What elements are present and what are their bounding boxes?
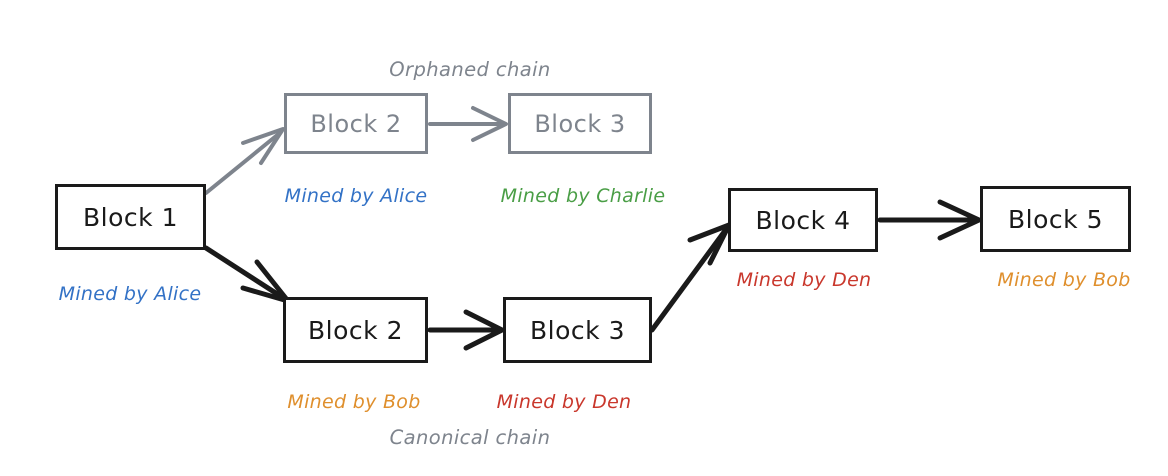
- caption-block-1: Mined by Alice: [58, 283, 202, 305]
- caption-canonical-block-3: Mined by Den: [496, 391, 632, 413]
- orphaned-chain-label: Orphaned chain: [389, 58, 551, 81]
- block-block-1[interactable]: Block 1: [55, 184, 206, 250]
- block-block-4[interactable]: Block 4: [728, 188, 878, 252]
- block-label: Block 4: [755, 205, 851, 235]
- canonical-chain-label: Canonical chain: [389, 426, 551, 449]
- caption-block-5: Mined by Bob: [997, 269, 1131, 291]
- block-label: Block 2: [310, 109, 402, 138]
- block-orphan-block-2[interactable]: Block 2: [284, 93, 428, 154]
- caption-canonical-block-2: Mined by Bob: [287, 391, 421, 413]
- block-label: Block 1: [83, 202, 178, 232]
- block-label: Block 3: [534, 109, 626, 138]
- block-label: Block 3: [530, 315, 625, 345]
- caption-orphan-block-2: Mined by Alice: [284, 185, 428, 207]
- block-canonical-block-2[interactable]: Block 2: [283, 297, 428, 363]
- block-orphan-block-3[interactable]: Block 3: [508, 93, 652, 154]
- block-label: Block 2: [308, 315, 403, 345]
- block-canonical-block-3[interactable]: Block 3: [503, 297, 652, 363]
- arrow-canonical-block3-to-block4: [649, 222, 732, 333]
- arrow-canonical-block2-to-block3: [427, 309, 505, 351]
- caption-orphan-block-3: Mined by Charlie: [500, 185, 666, 207]
- block-label: Block 5: [1008, 204, 1103, 234]
- block-block-5[interactable]: Block 5: [980, 186, 1131, 252]
- arrow-block4-to-block5: [877, 199, 982, 241]
- arrow-block1-to-orphan-block2: [204, 127, 285, 195]
- arrow-orphan-block2-to-block3: [428, 106, 508, 142]
- caption-block-4: Mined by Den: [736, 269, 872, 291]
- arrow-block1-to-canonical-block2: [203, 245, 291, 304]
